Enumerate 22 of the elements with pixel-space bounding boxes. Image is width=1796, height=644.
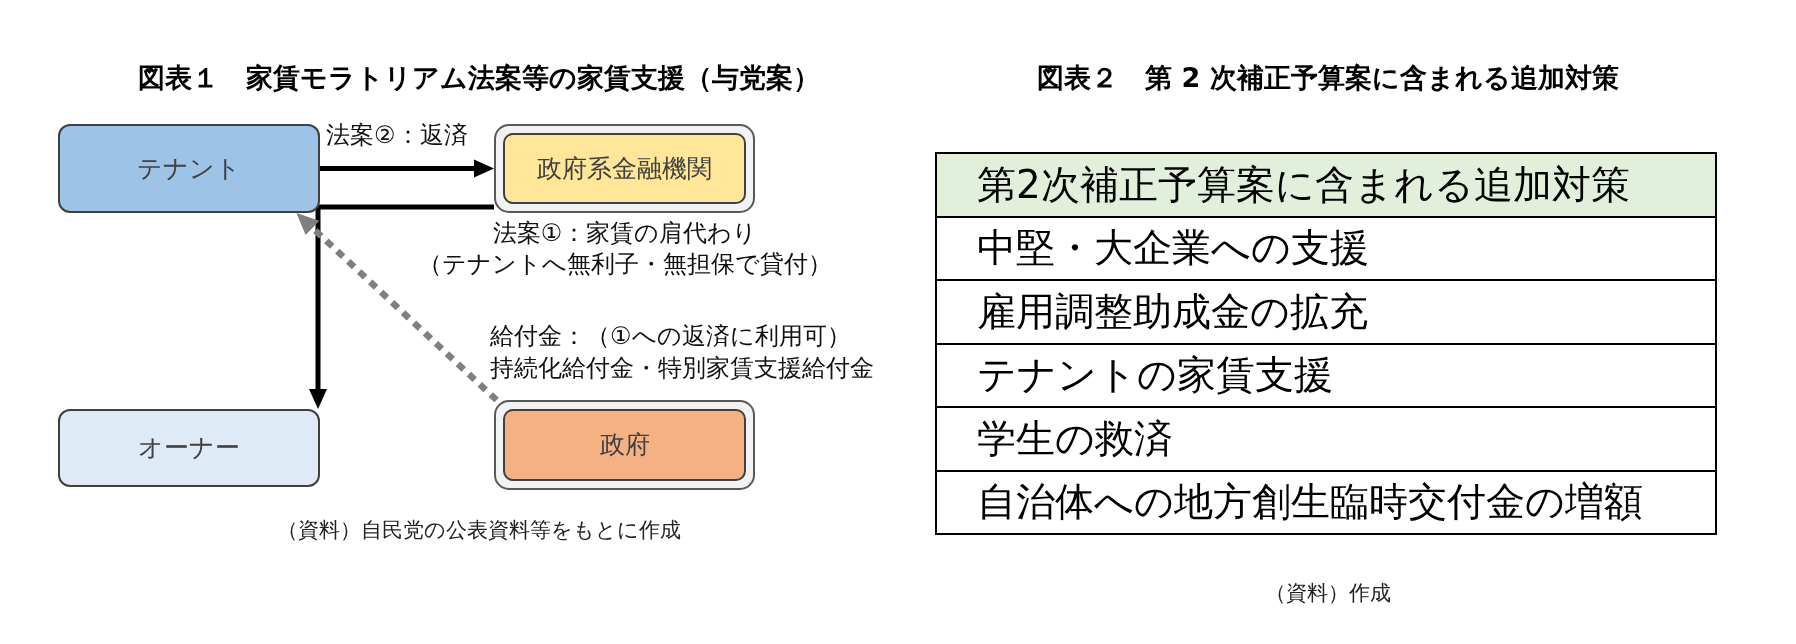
- rounded-box: [58, 409, 320, 487]
- box-label: 政府系金融機関: [537, 153, 712, 184]
- box-label: 政府: [599, 430, 650, 460]
- source-note: （資料）自民党の公表資料等をもとに作成: [276, 517, 682, 544]
- table-cell: 中堅・大企業への支援: [935, 215, 1717, 279]
- edge-label: 法案②：返済: [326, 120, 469, 150]
- source-note: （資料）作成: [1264, 580, 1392, 607]
- framed-box: [494, 400, 755, 490]
- table-header-cell: 第2次補正予算案に含まれる追加対策: [935, 152, 1717, 216]
- figure-title: 図表１ 家賃モラトリアム法案等の家賃支援（与党案）: [137, 61, 821, 95]
- table-cell: 学生の救済: [935, 406, 1717, 470]
- table-cell: 自治体への地方創生臨時交付金の増額: [935, 469, 1717, 535]
- box-label: テナント: [137, 153, 241, 184]
- edge-label: 法案①：家賃の肩代わり（テナントへ無利子・無担保で貸付）: [417, 218, 833, 280]
- box-label: オーナー: [138, 433, 240, 463]
- rounded-box: [58, 124, 320, 213]
- edge-label: 給付金：（①への返済に利用可）持続化給付金・特別家賃支援給付金: [490, 321, 875, 384]
- figure-title: 図表２ 第 2 次補正予算案に含まれる追加対策: [1036, 61, 1620, 95]
- framed-box: [494, 124, 755, 213]
- table-cell: テナントの家賃支援: [935, 342, 1717, 406]
- table-cell: 雇用調整助成金の拡充: [935, 279, 1717, 343]
- arrow: [320, 159, 494, 178]
